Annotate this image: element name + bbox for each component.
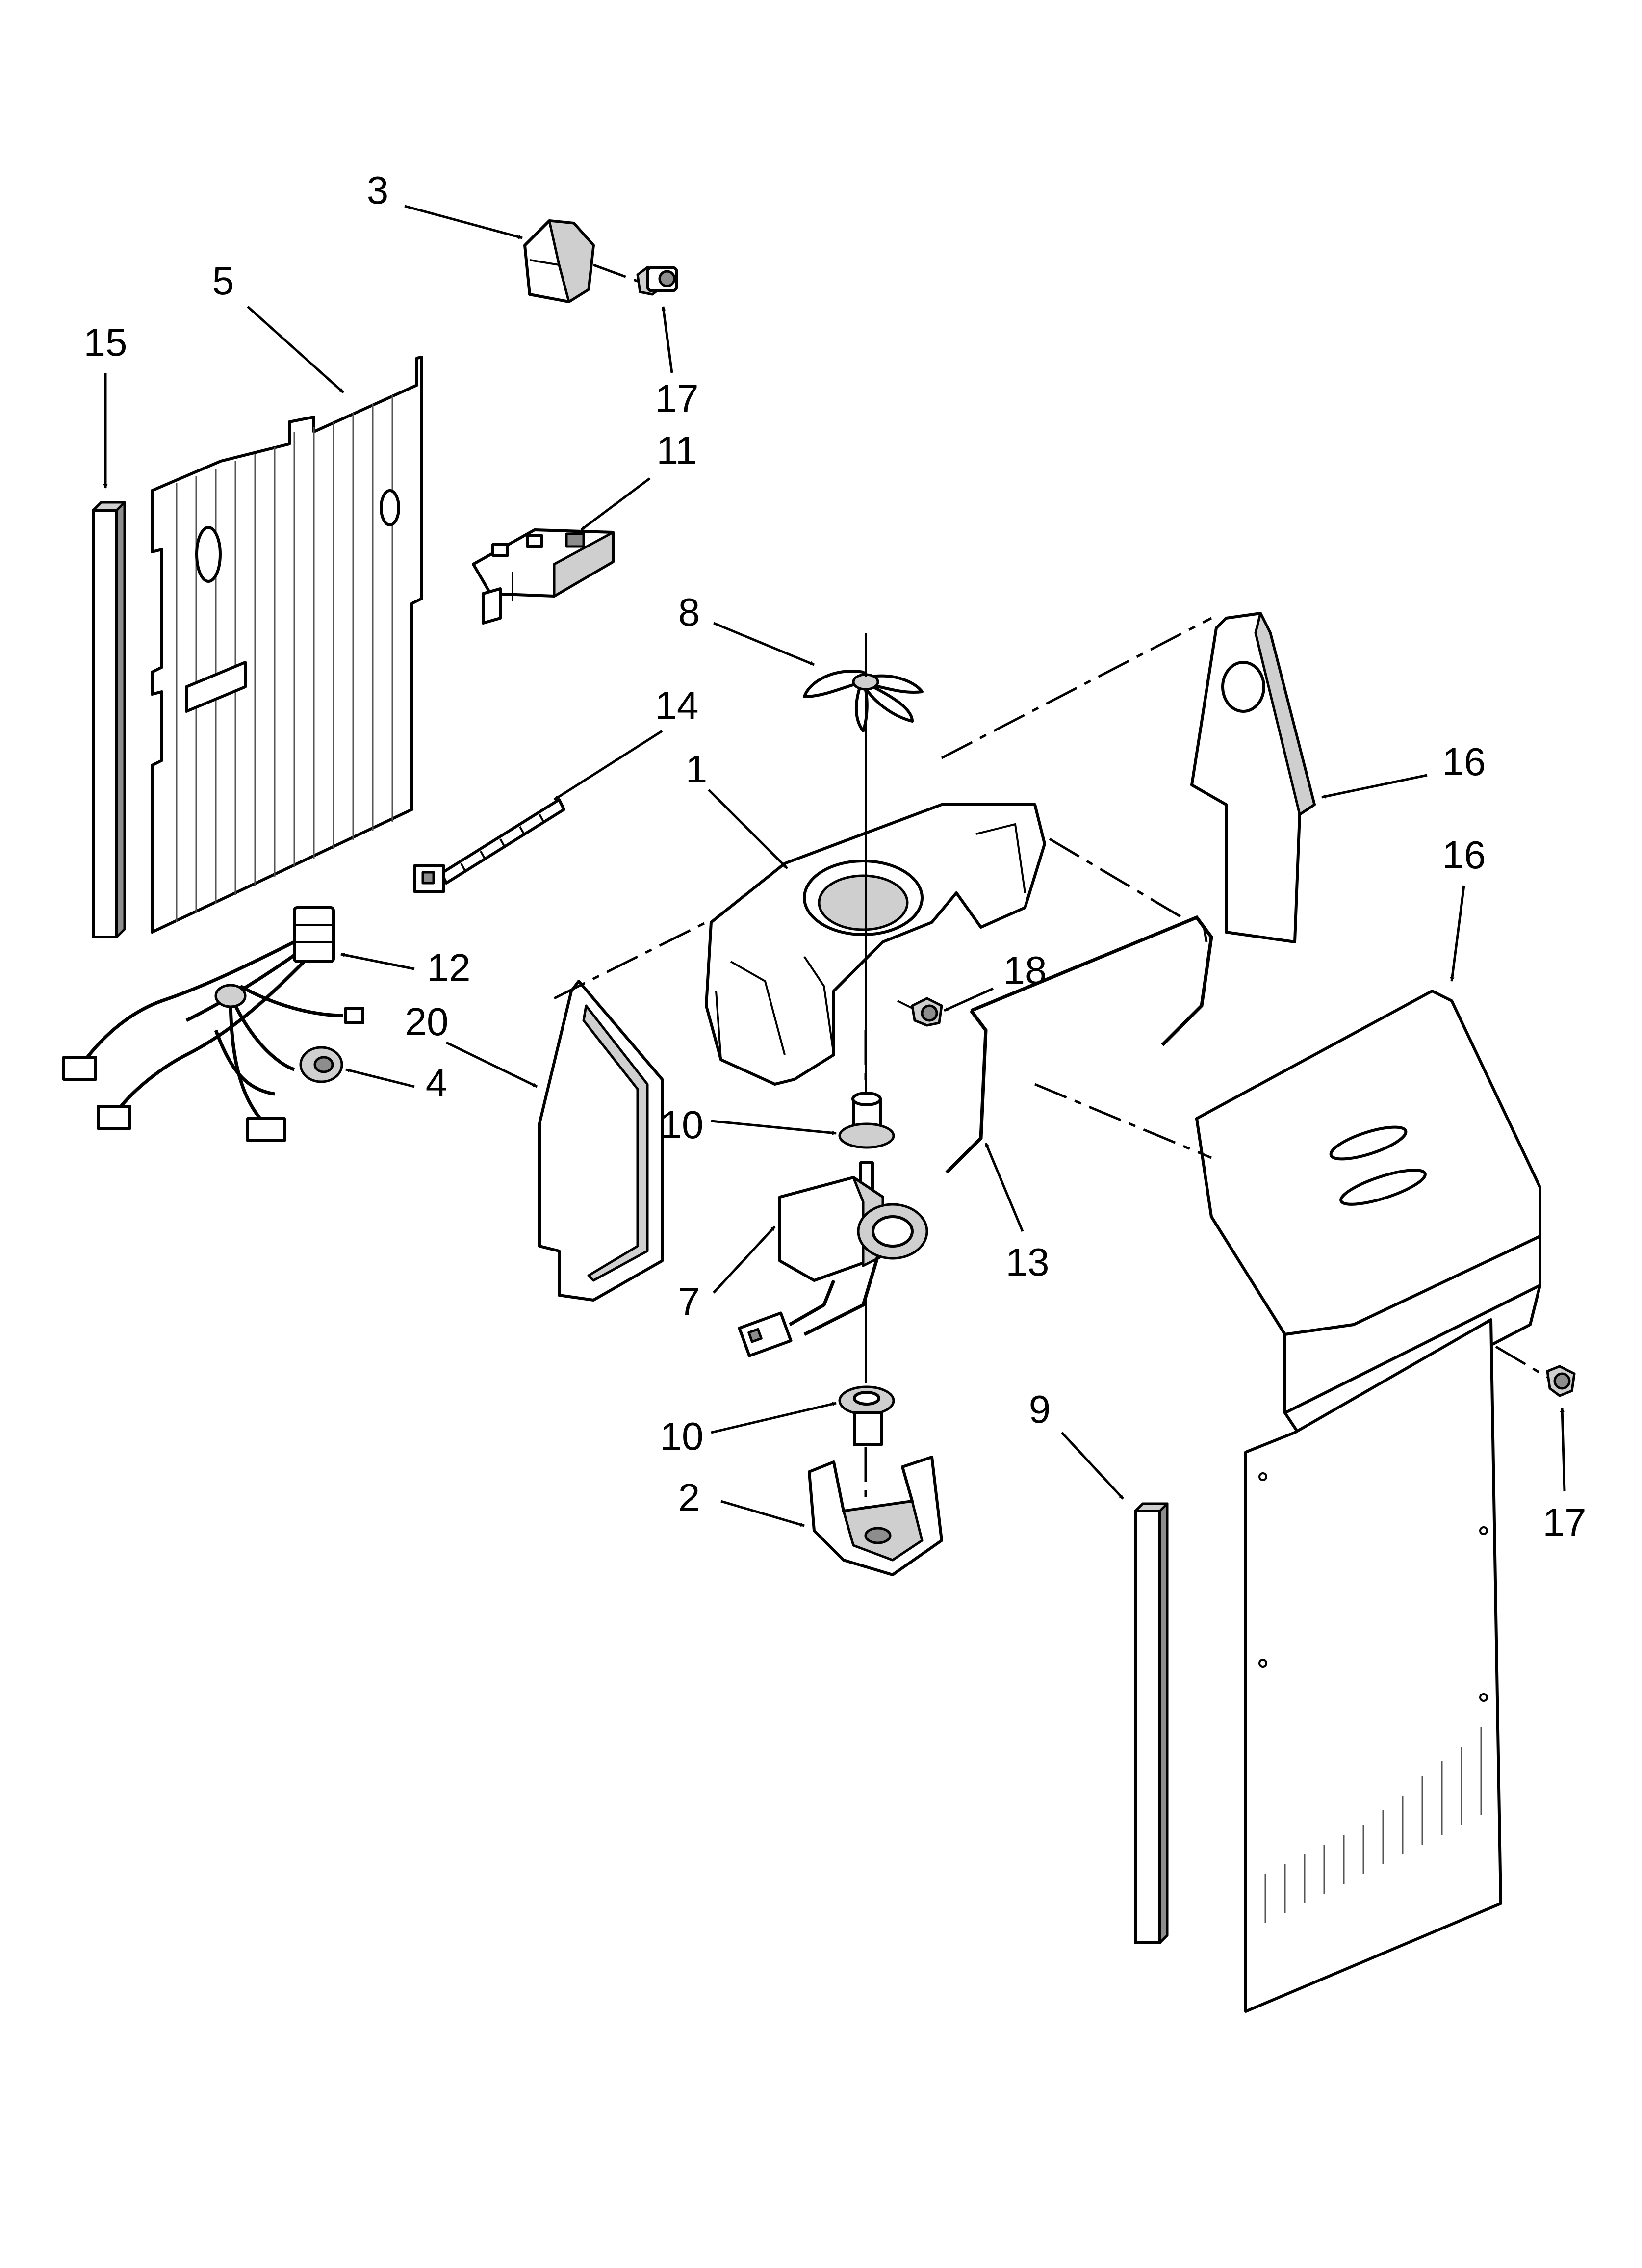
callout-8: 8	[678, 590, 700, 634]
callout-18: 18	[1003, 948, 1047, 992]
part-10-grommet-upper	[838, 1092, 895, 1149]
callout-16: 16	[1442, 833, 1486, 877]
part-4-grommet	[299, 1046, 343, 1083]
cover-vents	[1264, 1727, 1482, 1923]
part-9-strip	[1134, 1502, 1169, 1944]
alignment-lines	[553, 617, 1212, 1159]
part-15-strip	[92, 501, 126, 938]
leader-lines	[103, 205, 1566, 1527]
callout-17-right: 17	[1543, 1500, 1587, 1544]
callout-labels: 3 5 15 17 11 8 14 1 16 16 12 18 20 4 10 …	[84, 168, 1587, 1544]
part-2-motor-bracket	[808, 1456, 943, 1576]
callout-5: 5	[212, 259, 234, 303]
part-20-left-insulation	[538, 980, 664, 1302]
part-19-right-insulation	[1190, 612, 1316, 943]
callout-11: 11	[656, 428, 697, 472]
part-8-fan-blade	[803, 633, 924, 732]
callout-1: 1	[686, 747, 708, 791]
callout-17-top: 17	[655, 377, 699, 420]
part-13-wire-bracket	[945, 915, 1213, 1174]
callout-10-upper: 10	[660, 1103, 704, 1147]
callout-20: 20	[405, 1000, 449, 1043]
part-16-front-cover	[1195, 990, 1541, 2013]
part-11-bracket	[472, 528, 615, 625]
part-7-fan-motor	[738, 1161, 928, 1357]
part-17-screw-top	[636, 266, 678, 296]
callout-12: 12	[427, 946, 471, 990]
callout-15: 15	[84, 320, 128, 364]
callout-13: 13	[1006, 1240, 1050, 1284]
callout-4: 4	[426, 1061, 448, 1105]
part-10-grommet-lower	[838, 1385, 895, 1446]
callout-9: 9	[1029, 1387, 1051, 1431]
part-5-rear-panel	[151, 356, 423, 934]
tie-teeth	[460, 814, 545, 873]
callout-7: 7	[678, 1279, 700, 1323]
callout-10-lower: 10	[660, 1414, 704, 1458]
part-3-cap	[523, 219, 595, 303]
part-12-wire-harness	[62, 906, 364, 1142]
callout-3: 3	[367, 168, 389, 212]
callout-19: 16	[1442, 740, 1486, 783]
part-17-screw-right	[1495, 1345, 1576, 1397]
part-18-screw	[897, 997, 943, 1027]
callout-2: 2	[678, 1476, 700, 1519]
part-14-cable-tie	[413, 798, 565, 893]
callout-14: 14	[655, 683, 699, 727]
part-1-fan-housing	[705, 803, 1046, 1086]
